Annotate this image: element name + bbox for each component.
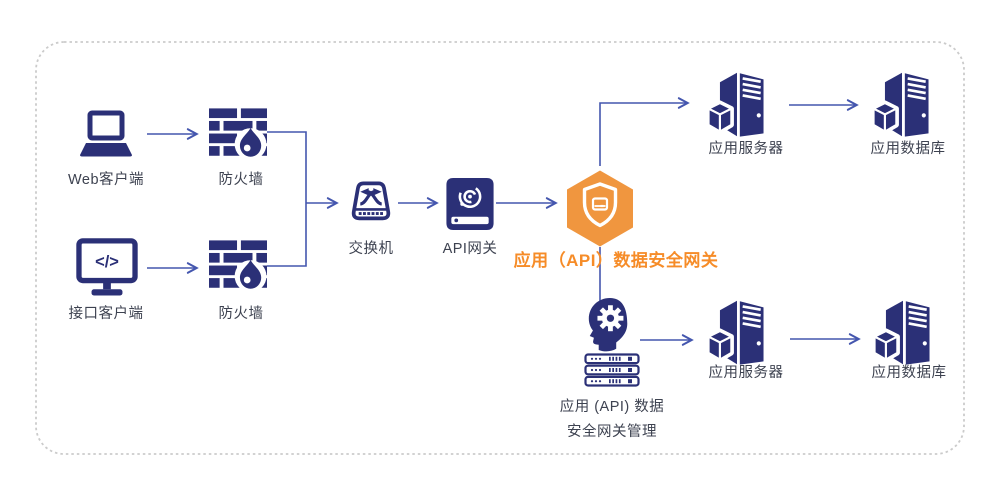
firewall-icon — [209, 108, 267, 161]
web-client-label: Web客户端 — [67, 172, 145, 188]
switch-icon — [351, 181, 391, 221]
database-icon — [871, 300, 930, 365]
laptop-icon — [80, 110, 132, 157]
database-icon — [870, 72, 929, 137]
code-glyph: </> — [95, 253, 119, 271]
connector-firewalls-junction — [267, 131, 307, 267]
management-label-line1: 应用 (API) 数据 — [559, 399, 665, 415]
app-server-top-label: 应用服务器 — [708, 141, 784, 157]
node-app-server-bottom — [701, 294, 773, 370]
node-web-client — [73, 110, 139, 162]
server-icon — [705, 72, 764, 137]
node-app-server-top — [701, 66, 773, 142]
firewall-top-label: 防火墙 — [218, 172, 264, 188]
server-rack-icon — [584, 353, 640, 387]
connector-securitygateway-appserver-top — [599, 97, 690, 166]
node-firewall-top — [209, 108, 267, 161]
app-db-top-label: 应用数据库 — [870, 141, 946, 157]
switch-label: 交换机 — [348, 241, 394, 257]
node-api-gateway — [444, 176, 496, 232]
interface-client-label: 接口客户端 — [68, 306, 144, 322]
api-gateway-icon — [446, 177, 494, 231]
api-gateway-label: API网关 — [442, 241, 498, 257]
diagram-border — [35, 41, 965, 455]
node-app-db-bottom — [867, 294, 939, 370]
server-icon — [705, 300, 764, 365]
node-firewall-bottom — [209, 240, 267, 293]
node-switch — [344, 180, 398, 225]
app-server-bottom-label: 应用服务器 — [708, 365, 784, 381]
node-management-rack — [584, 353, 640, 387]
node-interface-client: </> — [76, 238, 138, 296]
shield-hexagon-icon — [567, 170, 633, 247]
node-gateway-management — [584, 296, 634, 352]
head-gear-icon — [588, 298, 628, 352]
node-app-db-top — [866, 66, 938, 142]
firewall-bottom-label: 防火墙 — [218, 306, 264, 322]
node-security-gateway — [566, 170, 634, 247]
management-label-line2: 安全网关管理 — [567, 424, 657, 440]
app-db-bottom-label: 应用数据库 — [871, 365, 947, 381]
code-monitor-icon: </> — [76, 238, 138, 296]
security-gateway-label: 应用（API）数据安全网关 — [513, 251, 719, 270]
firewall-icon — [209, 240, 267, 293]
